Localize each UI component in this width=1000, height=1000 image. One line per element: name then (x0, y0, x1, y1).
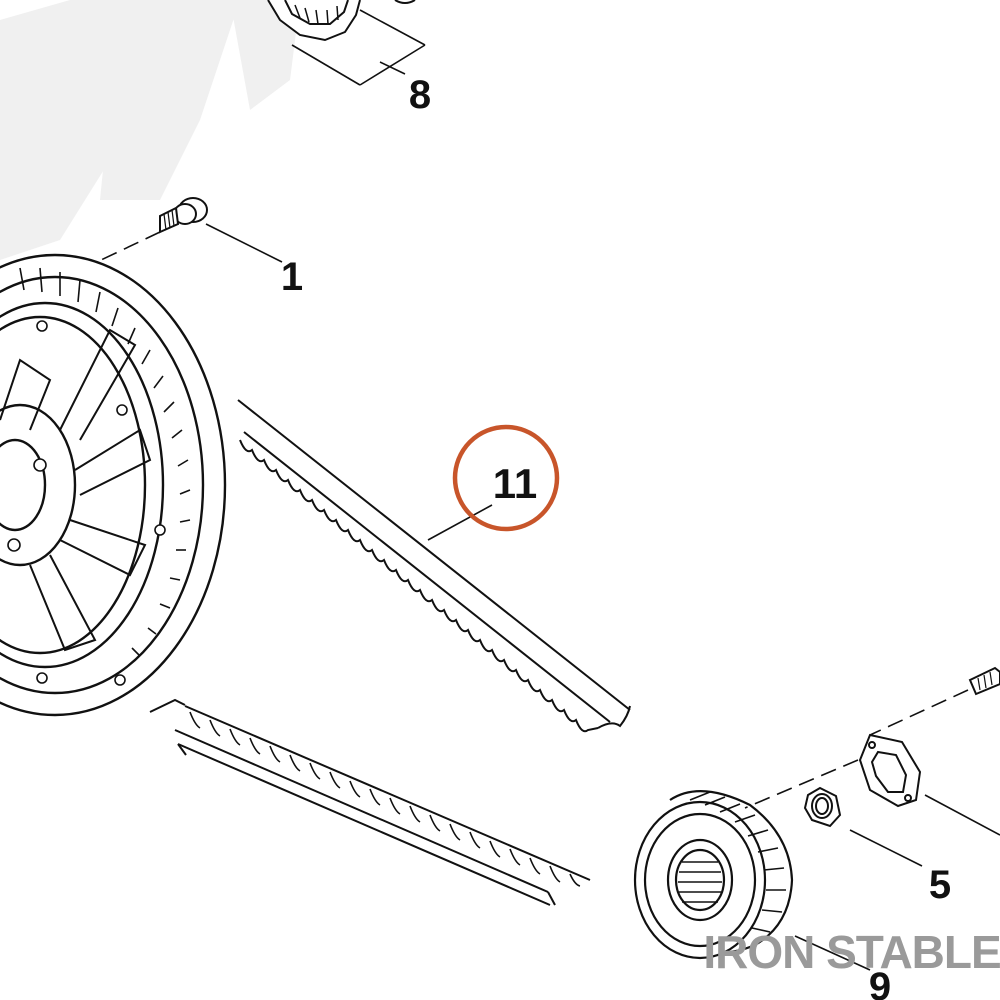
nut-part-5 (803, 786, 842, 828)
callout-9: 9 (869, 965, 891, 1000)
bolt-part-1 (159, 197, 208, 234)
callout-9-leader (794, 935, 871, 971)
sprocket-assembly-line (744, 689, 969, 809)
top-sprocket-part (267, 0, 416, 42)
callout-5-leader (849, 829, 923, 867)
lock-plate (858, 733, 922, 808)
callout-1: 1 (281, 255, 303, 299)
sprocket-teeth (689, 791, 786, 933)
callout-11: 11 (493, 460, 537, 507)
callout-8-bracket (291, 9, 426, 86)
drive-belt-lower (149, 698, 591, 906)
background-watermark-shapes (0, 0, 300, 260)
callout-11-highlight-ring (452, 424, 560, 532)
callout-11-leader (427, 504, 493, 541)
pulley-teeth (19, 267, 191, 657)
lock-plate-leader (924, 794, 1000, 836)
watermark-iron-stable: IRON STABLE (703, 926, 1000, 978)
callout-8: 8 (409, 73, 431, 117)
drive-belt-upper (237, 399, 631, 733)
callout-5: 5 (929, 863, 951, 907)
callout-1-leader (205, 223, 283, 263)
front-sprocket-part-9 (633, 790, 794, 960)
pulley-rim-holes (7, 320, 166, 686)
rear-pulley (0, 253, 227, 717)
sprocket-spline (678, 861, 722, 903)
screw-part (968, 666, 1000, 696)
